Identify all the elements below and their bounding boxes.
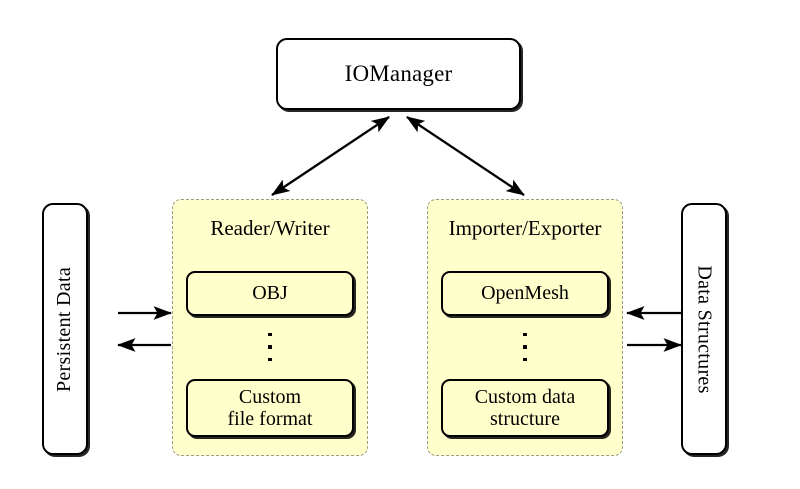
iomanager-box[interactable]: IOManager — [276, 38, 521, 110]
ellipsis-importer-exporter — [517, 333, 533, 361]
item-label-obj: OBJ — [252, 282, 288, 305]
persistent-data-label: Persistent Data — [53, 266, 76, 392]
group-title-importer-exporter: Importer/Exporter — [448, 216, 602, 240]
persistent-data-box[interactable]: Persistent Data — [42, 203, 88, 455]
data-structures-box[interactable]: Data Structures — [681, 203, 727, 455]
ellipsis-reader-writer — [262, 333, 278, 361]
item-label-custom-file-format: Custom file format — [227, 385, 313, 430]
item-box-custom-data-structure[interactable]: Custom data structure — [441, 379, 609, 437]
group-title-reader-writer: Reader/Writer — [210, 216, 330, 240]
item-box-custom-file-format[interactable]: Custom file format — [186, 379, 354, 437]
item-label-custom-data-structure: Custom data structure — [474, 385, 576, 430]
item-label-openmesh: OpenMesh — [481, 282, 569, 305]
item-box-obj[interactable]: OBJ — [186, 271, 354, 316]
data-structures-label: Data Structures — [693, 264, 716, 394]
item-box-openmesh[interactable]: OpenMesh — [441, 271, 609, 316]
edge-manager-to-reader-writer — [271, 116, 390, 196]
edge-manager-to-importer-exporter — [406, 116, 525, 196]
iomanager-label: IOManager — [344, 61, 453, 86]
